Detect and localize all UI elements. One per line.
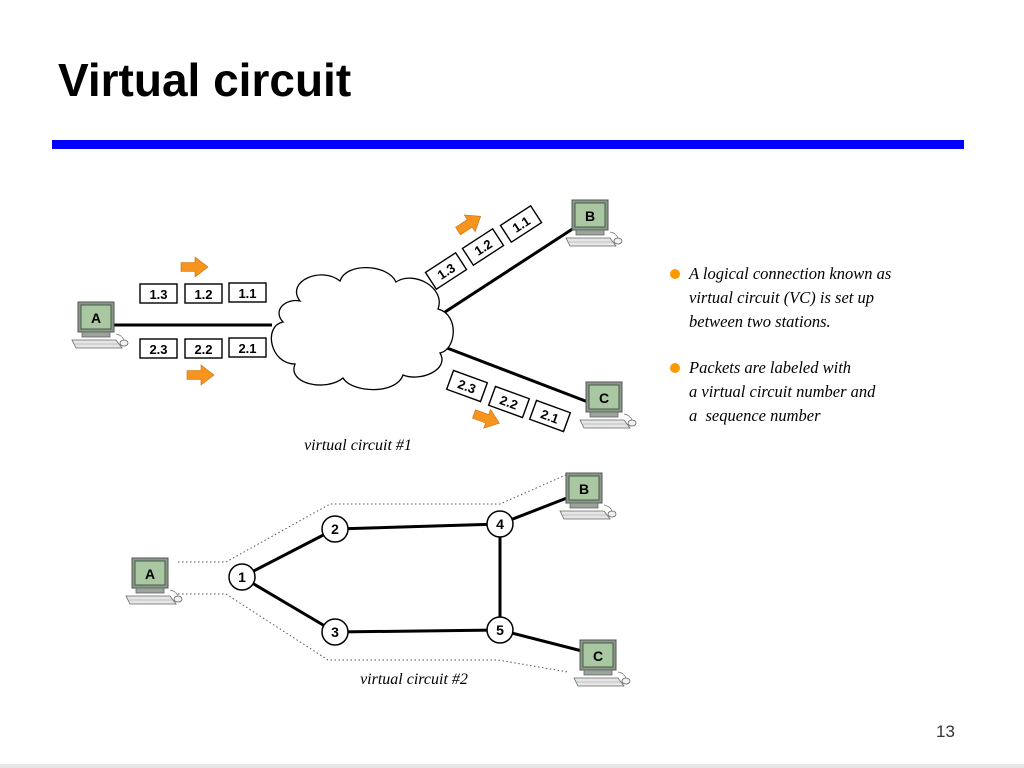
station-a-label: A [91,310,101,326]
station-a: A [71,301,129,349]
station-a-label: A [145,566,155,582]
node-5: 5 [486,616,514,644]
packet [139,283,178,304]
packet: 2.1 [528,399,572,433]
packet [184,283,223,304]
vc1-packet-row: 1.3 1.2 1.1 [139,282,267,304]
packet: 2.2 [487,385,531,419]
bullet-item: A logical connection known as virtual ci… [670,262,970,334]
vc1-packets-to-b: 1.3 1.2 1.1 [424,204,543,291]
slide-title: Virtual circuit [58,54,352,106]
station-c-label: C [593,648,603,664]
packet: 1.2 [461,227,505,267]
bullet-line: Packets are labeled with [689,358,852,377]
station-b: B [565,199,623,247]
packet [228,282,267,303]
station-b-label: B [585,208,595,224]
packet [139,338,178,359]
diagram-1: A B C 1.3 1.2 1.1 2.3 2.2 2.1 [71,199,637,454]
node-label: 1 [238,569,246,585]
virtual-circuit-path [178,473,569,673]
node-2: 2 [321,515,349,543]
bullet-line: between two stations. [689,312,831,331]
packet-label: 2.2 [498,392,520,412]
bullet-list: A logical connection known as virtual ci… [670,262,970,450]
packet-label: 2.3 [456,376,478,396]
packet-label: 2.1 [539,406,561,426]
node-label: 4 [496,516,504,532]
station-a: A [125,557,183,605]
vc2-packet-row: 2.3 2.2 2.1 [139,337,267,359]
node-label: 2 [331,521,339,537]
bullet-dot-icon [670,363,680,373]
packet-label: 2.2 [194,342,212,357]
link-cloud-b [444,226,575,314]
bullet-line: virtual circuit (VC) is set up [689,288,874,307]
station-c: C [579,381,637,429]
packet-label: 1.2 [194,287,212,302]
node-4: 4 [486,510,514,538]
network-links [241,494,587,654]
packet: 1.1 [499,204,543,244]
packet: 2.3 [445,369,489,403]
direction-arrow-icon [180,256,209,278]
node-label: 5 [496,622,504,638]
packet: 1.3 [424,251,468,291]
title-rule [52,140,964,149]
packet-label: 2.3 [149,342,167,357]
diagram-2: 1 2 3 4 5 A B C virtual [125,472,631,688]
bullet-dot-icon [670,269,680,279]
direction-arrow-icon [186,364,215,386]
direction-arrow-icon [452,207,487,240]
vc2-packets-to-c: 2.3 2.2 2.1 [445,369,572,433]
packet-label: 1.3 [149,287,167,302]
network-cloud [270,266,454,391]
bullet-line: a virtual circuit number and [689,382,876,401]
node-3: 3 [321,618,349,646]
station-b-label: B [579,481,589,497]
packet-label: 2.1 [238,341,256,356]
station-c-label: C [599,390,609,406]
node-1: 1 [228,563,256,591]
diagram-2-caption: virtual circuit #2 [360,671,468,688]
diagram-1-caption: virtual circuit #1 [304,437,412,454]
bullet-line: a sequence number [689,406,821,425]
footer-divider [0,764,1024,768]
packet [228,337,267,358]
station-c: C [573,639,631,687]
link-cloud-c [446,346,589,404]
bullet-line: A logical connection known as [689,264,892,283]
bullet-item: Packets are labeled with a virtual circu… [670,356,970,428]
station-b: B [559,472,617,520]
packet [184,338,223,359]
page-number: 13 [936,722,955,741]
node-label: 3 [331,624,339,640]
packet-label: 1.1 [238,286,256,301]
